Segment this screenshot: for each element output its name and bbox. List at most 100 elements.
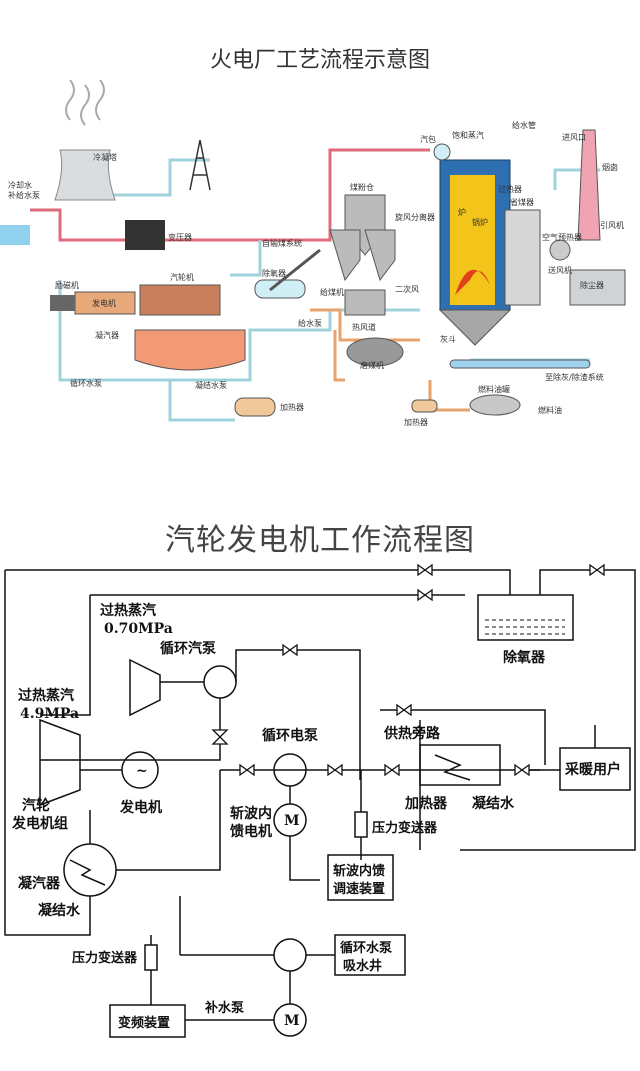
label-turbine-set-2: 发电机组: [11, 815, 68, 832]
power-plant-process-diagram: 冷凝塔 冷却水 补给水泵 变压器 励磁机 发电机 汽轮机 凝汽器 循环水泵 凝结…: [0, 80, 640, 450]
chimney: [577, 129, 601, 241]
valve-vertical[interactable]: [211, 729, 229, 745]
turbine-unit: [139, 284, 221, 316]
label-transformer: 变压器: [168, 232, 192, 242]
label-separator: 旋风分离器: [395, 212, 435, 222]
valve-heater-in[interactable]: [384, 763, 400, 777]
label-makeup-pump: 补给水泵: [8, 190, 40, 200]
label-condenser: 凝汽器: [18, 875, 61, 892]
dust-collector: [569, 269, 626, 306]
label-secondary-air: 二次风: [395, 284, 419, 294]
valve-pump-in[interactable]: [239, 763, 255, 777]
circ-steam-pump-circle: [203, 665, 237, 699]
label-speed-device-1: 斩波内馈: [333, 863, 385, 879]
label-condensate2: 凝结水: [38, 902, 81, 919]
label-generator: 发电机: [92, 298, 116, 308]
steam-turbine-small: [129, 658, 161, 717]
valve-top-1[interactable]: [417, 563, 433, 577]
label-chimney: 烟囱: [602, 162, 618, 172]
label-dust-collector: 除尘器: [580, 280, 604, 290]
label-economizer: 省煤器: [510, 197, 534, 207]
label-cooling-tower: 冷凝塔: [93, 152, 117, 162]
plant-diagram-title: 火电厂工艺流程示意图: [209, 48, 430, 73]
label-condenser: 凝汽器: [95, 330, 119, 340]
label-fuel-oil: 燃料油: [538, 405, 562, 415]
condenser-unit: [134, 329, 246, 371]
label-superheated-070: 过热蒸汽: [100, 602, 156, 619]
label-air-inlet: 进风口: [562, 133, 586, 142]
label-pressure-49: 4.9MPa: [20, 706, 79, 722]
label-feed-water: 给水管: [512, 120, 536, 130]
vfd-box: [109, 1004, 186, 1038]
label-feed-pump: 给水泵: [298, 318, 322, 328]
label-pressure-transmitter: 压力变送器: [372, 820, 438, 836]
label-fan: 送风机: [548, 265, 572, 275]
label-pressure-070: 0.70MPa: [104, 621, 173, 637]
label-feedback-motor-1: 斩波内: [230, 805, 272, 822]
label-circ-elec-pump: 循环电泵: [262, 727, 318, 744]
circ-water-box: [334, 934, 406, 976]
fan: [549, 239, 571, 261]
valve-heater-out[interactable]: [514, 763, 530, 777]
deaerator-unit: [254, 279, 306, 299]
label-saturated-steam: 饱和蒸汽: [452, 130, 484, 140]
deaerator-box: [477, 594, 574, 641]
valve-bypass[interactable]: [396, 703, 412, 717]
label-ash-hopper: 灰斗: [440, 334, 456, 344]
main-steam-pipe: [30, 148, 430, 242]
label-vfd-device: 变频装置: [118, 1015, 170, 1031]
steam-drum: [433, 143, 451, 161]
label-hot-air: 热风道: [352, 322, 376, 332]
label-circ-water-pump-2: 吸水井: [343, 958, 382, 974]
label-oil-heater: 加热器: [404, 417, 428, 427]
label-coal-conveyor: 自输煤系统: [262, 238, 302, 248]
motor-m-symbol: M: [284, 813, 300, 829]
transformer: [125, 220, 165, 250]
label-condensate: 凝结水: [472, 795, 515, 812]
label-coal-bin: 给煤机: [320, 287, 344, 297]
label-boiler: 锅炉: [472, 217, 488, 227]
transmission-tower: [189, 139, 211, 191]
label-pressure-transmitter2: 压力变送器: [72, 950, 138, 966]
pressure-transmitter-box: [354, 811, 368, 838]
label-generator: 发电机: [119, 799, 162, 816]
label-oil-tank: 燃料油罐: [478, 384, 510, 394]
label-air-preheater: 空气预热器: [542, 232, 582, 242]
label-circ-water-pump-1: 循环水泵: [340, 940, 392, 956]
label-superheated-49: 过热蒸汽: [18, 687, 74, 704]
label-heating-user: 采暖用户: [564, 761, 621, 778]
label-makeup-pump: 补水泵: [204, 1000, 244, 1016]
valve-steam-line[interactable]: [282, 643, 298, 657]
label-turbine: 汽轮机: [170, 272, 194, 282]
valve-pump-out[interactable]: [327, 763, 343, 777]
pressure-transmitter2-box: [144, 944, 158, 971]
label-exciter: 励磁机: [55, 280, 79, 290]
label-ash-system: 至除灰/除渣系统: [545, 372, 604, 382]
speed-device-box: [327, 854, 394, 901]
label-circ-pump: 循环水泵: [70, 378, 102, 388]
valve-top-2[interactable]: [417, 588, 433, 602]
ash-hopper: [438, 309, 512, 346]
label-feedback-motor-2: 馈电机: [230, 823, 272, 840]
label-heater: 加热器: [280, 402, 304, 412]
valve-top-right[interactable]: [589, 563, 605, 577]
main-turbine: [39, 718, 81, 807]
turbine-diagram-title: 汽轮发电机工作流程图: [165, 523, 475, 558]
label-cond-pump: 凝结水泵: [195, 380, 227, 390]
ash-conveyor: [449, 359, 591, 369]
label-deaerator: 除氧器: [262, 268, 286, 278]
water-source: [0, 225, 30, 245]
generator-symbol: ~: [136, 763, 148, 779]
label-heater: 加热器: [404, 795, 448, 812]
label-bunker: 煤粉仓: [350, 182, 374, 192]
label-superheater: 过热器: [498, 184, 522, 194]
oil-heater: [411, 399, 438, 413]
coal-conveyor: [269, 248, 321, 292]
label-deaerator: 除氧器: [503, 649, 546, 666]
label-circ-steam-pump: 循环汽泵: [160, 640, 216, 657]
heater-unit: [234, 397, 276, 417]
air-preheater: [504, 209, 541, 306]
circ-water-pump-circle: [273, 938, 307, 972]
label-cooling-water: 冷却水: [8, 180, 32, 190]
cooling-tower: [54, 149, 116, 201]
